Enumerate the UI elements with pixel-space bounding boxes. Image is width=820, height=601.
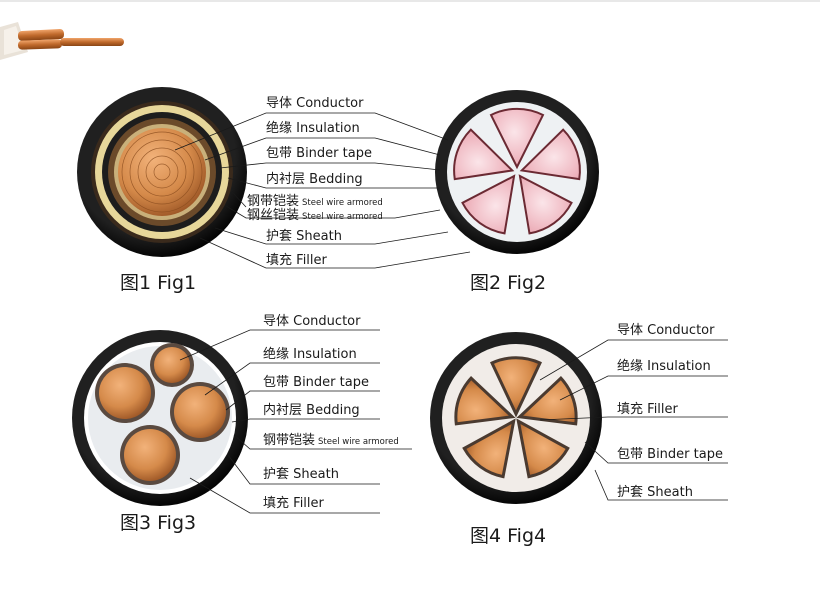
fig1-fig2-leader-lines [174,112,471,269]
cable-end-photo [0,22,124,60]
fig3-label-binder-tape: 包带 Binder tape [263,375,369,390]
fig3-cross-section [72,330,248,506]
fig1-label-insulation: 绝缘 Insulation [266,120,360,136]
fig4-label-conductor: 导体 Conductor [617,323,715,338]
fig1-label-sheath: 护套 Sheath [266,228,342,244]
fig3-label-sheath: 护套 Sheath [263,466,339,482]
fig1-cross-section [77,87,247,257]
fig2-cross-section [435,90,599,254]
fig4-cross-section [430,332,602,504]
fig4-leader-lines [539,339,728,501]
fig2-caption: 图2 Fig2 [470,272,546,294]
fig1-label-bedding: 内衬层 Bedding [266,171,363,187]
fig3-label-bedding: 内衬层 Bedding [263,402,360,418]
fig1-label-binder-tape: 包带 Binder tape [266,146,372,161]
fig3-label-conductor: 导体 Conductor [263,314,361,329]
fig3-caption: 图3 Fig3 [120,512,196,534]
fig4-caption: 图4 Fig4 [470,525,546,547]
fig4-label-insulation: 绝缘 Insulation [617,358,711,374]
fig4-label-filler: 填充 Filler [617,401,679,417]
fig4-label-binder-tape: 包带 Binder tape [617,447,723,462]
fig1-label-filler: 填充 Filler [266,252,328,268]
fig3-label-insulation: 绝缘 Insulation [263,346,357,362]
fig3-leader-lines [179,329,412,514]
top-divider [0,0,820,2]
fig1-caption: 图1 Fig1 [120,272,196,294]
fig4-label-sheath: 护套 Sheath [617,484,693,500]
fig1-label-conductor: 导体 Conductor [266,96,364,111]
fig3-label-filler: 填充 Filler [263,495,325,511]
